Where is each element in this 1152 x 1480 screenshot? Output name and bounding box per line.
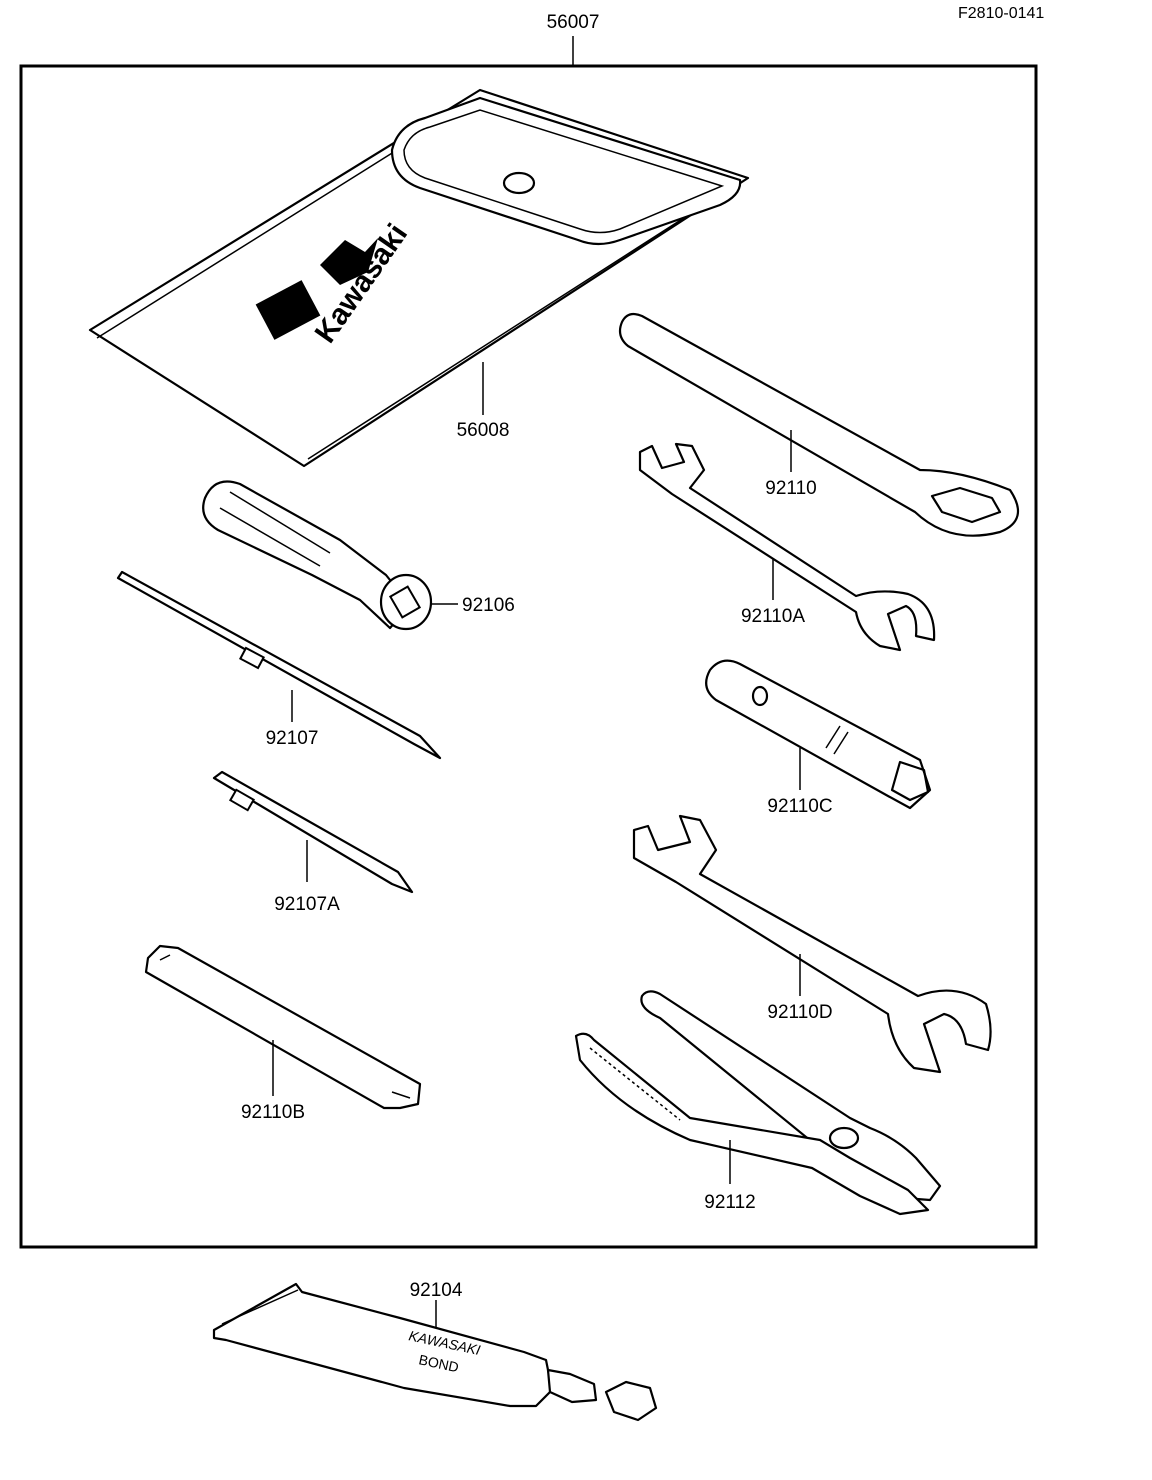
label-spanner-d-92110D: 92110D [767,1002,832,1023]
drawing-code: F2810-0141 [958,5,1044,22]
ring-spanner-illustration [618,312,1020,537]
spanner-b-illustration [144,944,422,1110]
label-plug-wrench-92110C: 92110C [767,796,832,817]
screwdriver-handle-illustration [202,480,433,631]
label-case-56008: 56008 [457,420,510,441]
label-spanner-b-92110B: 92110B [241,1102,305,1123]
bond-tube-illustration: KAWASAKI BOND [212,1282,658,1422]
pliers-illustration [574,990,942,1216]
kit-frame [19,64,1038,1249]
label-ring-spanner-92110: 92110 [765,478,816,499]
label-bond-tube-92104: 92104 [410,1280,463,1301]
tool-case-illustration: Kawasaki [88,88,750,468]
screwdriver-bit-illustration [116,570,442,760]
label-bit-92107: 92107 [266,728,319,749]
label-handle-92106: 92106 [462,595,515,616]
screwdriver-bit-a-illustration [212,770,414,894]
plug-wrench-illustration [705,659,932,810]
label-pliers-92112: 92112 [704,1192,755,1213]
label-spanner-a-92110A: 92110A [741,606,805,627]
open-spanner-d-illustration [632,814,992,1074]
label-bit-a-92107A: 92107A [274,894,340,915]
label-kit-56007: 56007 [547,12,600,33]
open-spanner-a-illustration [638,442,936,652]
